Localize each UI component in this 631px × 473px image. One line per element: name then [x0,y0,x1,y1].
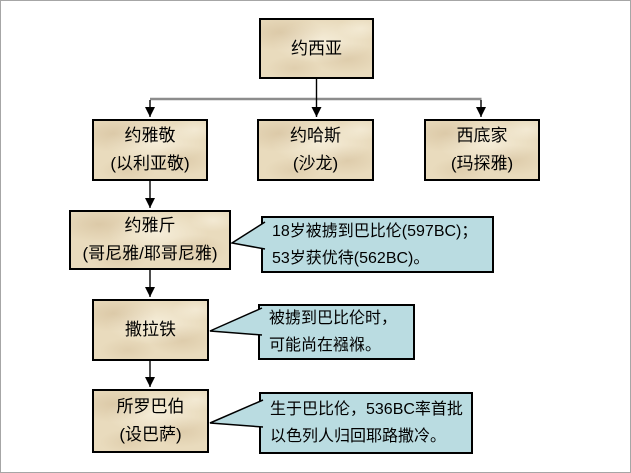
callout-text-line: 被掳到巴比伦时， [269,310,398,327]
node-name-label: 约西亚 [291,38,342,58]
callout-text-line: 以色列人归回耶路撒冷。 [270,428,447,445]
node-alias-label: (哥尼雅/耶哥尼雅) [82,244,218,263]
callout-zerubbabel-note: 生于巴比伦，536BC率首批 以色列人归回耶路撒冷。 [259,392,473,454]
node-name-label: 约雅敬 [124,126,176,145]
node-name-label: 西底家 [456,126,508,145]
node-jehoiachin: 约雅斤 (哥尼雅/耶哥尼雅) [69,210,231,270]
callout-text-line: 18岁被掳到巴比伦(597BC)； [272,222,478,240]
node-name-label: 约雅斤 [124,216,176,235]
callout-pointer-zerubbabel [209,399,264,428]
node-alias-label: (设巴萨) [119,425,182,444]
node-alias-label: (以利亚敬) [110,154,190,173]
callout-text-line: 可能尚在襁褓。 [269,337,382,354]
callout-text-line: 生于巴比伦，536BC率首批 [270,401,463,418]
callout-pointer-shealtiel [209,307,263,336]
node-alias-label: (沙龙) [292,154,339,173]
callout-text-line: 53岁获优待(562BC)。 [272,249,430,267]
callout-jehoiachin-note: 18岁被掳到巴比伦(597BC)； 53岁获优待(562BC)。 [261,216,494,273]
node-zerubbabel: 所罗巴伯 (设巴萨) [92,389,209,453]
node-name-label: 约哈斯 [290,126,341,145]
node-shealtiel: 撒拉铁 [92,299,209,361]
node-zedekiah: 西底家 (玛探雅) [424,119,540,181]
node-alias-label: (玛探雅) [450,154,514,173]
node-name-label: 撒拉铁 [125,320,176,339]
node-jehoiakim: 约雅敬 (以利亚敬) [92,119,208,181]
callout-shealtiel-note: 被掳到巴比伦时， 可能尚在襁褓。 [258,304,415,360]
node-jehoahaz: 约哈斯 (沙龙) [257,119,374,181]
node-name-label: 所罗巴伯 [116,397,185,416]
node-josiah: 约西亚 [259,18,374,79]
